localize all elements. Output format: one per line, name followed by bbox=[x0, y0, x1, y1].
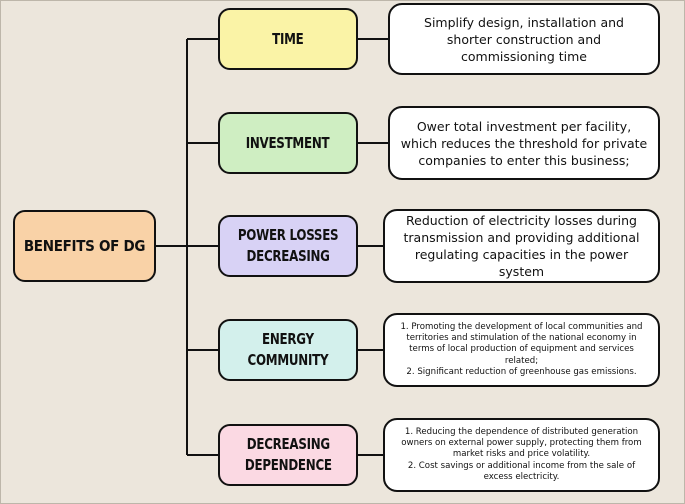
category-decreasing-dependence: DECREASING DEPENDENCE bbox=[218, 424, 358, 486]
category-decreasing-dependence-label: DECREASING DEPENDENCE bbox=[244, 435, 332, 474]
description-decreasing-dependence: 1. Reducing the dependence of distribute… bbox=[383, 418, 660, 492]
root-label: BENEFITS OF DG bbox=[23, 237, 146, 255]
description-investment-text: Ower total investment per facility, whic… bbox=[400, 118, 648, 168]
description-power-losses: Reduction of electricity losses during t… bbox=[383, 209, 660, 283]
category-time-label: TIME bbox=[272, 29, 304, 48]
description-energy-community: 1. Promoting the development of local co… bbox=[383, 313, 660, 387]
category-investment: INVESTMENT bbox=[218, 112, 358, 174]
category-power-losses-label: POWER LOSSES DECREASING bbox=[237, 226, 339, 265]
description-time-text: Simplify design, installation and shorte… bbox=[424, 14, 624, 64]
category-energy-community-label: ENERGY COMMUNITY bbox=[247, 330, 329, 369]
category-investment-label: INVESTMENT bbox=[246, 133, 330, 152]
description-energy-community-text: 1. Promoting the development of local co… bbox=[400, 321, 643, 377]
root-node: BENEFITS OF DG bbox=[13, 210, 156, 282]
category-energy-community: ENERGY COMMUNITY bbox=[218, 319, 358, 381]
description-decreasing-dependence-text: 1. Reducing the dependence of distribute… bbox=[401, 426, 642, 482]
category-time: TIME bbox=[218, 8, 358, 70]
description-investment: Ower total investment per facility, whic… bbox=[388, 106, 660, 180]
category-power-losses: POWER LOSSES DECREASING bbox=[218, 215, 358, 277]
description-power-losses-text: Reduction of electricity losses during t… bbox=[403, 213, 640, 279]
description-time: Simplify design, installation and shorte… bbox=[388, 3, 660, 75]
